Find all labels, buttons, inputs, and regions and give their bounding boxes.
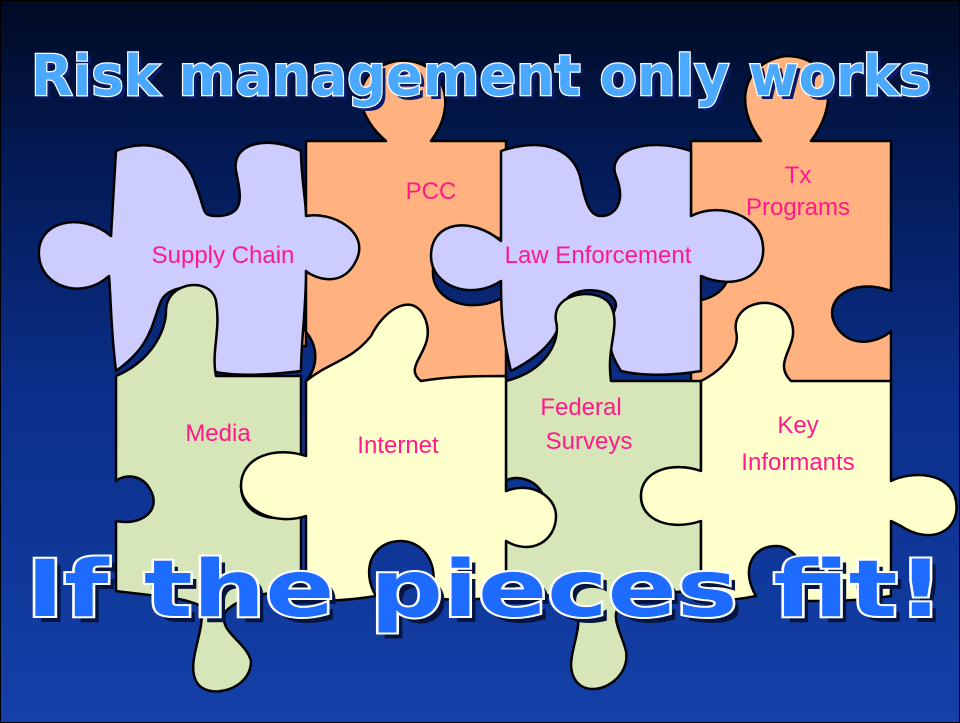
label-internet: Internet [357, 432, 439, 459]
footer-headline: If the pieces fit! [26, 545, 944, 635]
slide-title: Risk management only works [31, 44, 931, 109]
label-law-enforcement: Law Enforcement [505, 242, 692, 269]
label-tx-programs-line2: Programs [746, 194, 850, 221]
puzzle-piece-supply-chain [37, 141, 361, 376]
puzzle-piece-federal-surveys [504, 292, 703, 691]
label-federal-surveys-line2: Surveys [546, 428, 633, 455]
label-tx-programs-line1: Tx [785, 162, 812, 189]
label-key-informants-line2: Informants [741, 449, 854, 476]
label-key-informants-line1: Key [777, 412, 818, 439]
label-supply-chain: Supply Chain [152, 242, 295, 269]
puzzle-piece-key-informants [639, 301, 958, 603]
label-media: Media [185, 420, 251, 447]
footer-shadow: If the pieces fit! [32, 551, 950, 641]
puzzle-piece-media [114, 283, 303, 693]
label-federal-surveys-line1: Federal [540, 394, 621, 421]
label-pcc: PCC [406, 178, 457, 205]
title-shadow: Risk management only works [35, 48, 935, 113]
puzzle-piece-internet [239, 303, 558, 603]
puzzle-piece-law-enforcement [429, 143, 765, 376]
